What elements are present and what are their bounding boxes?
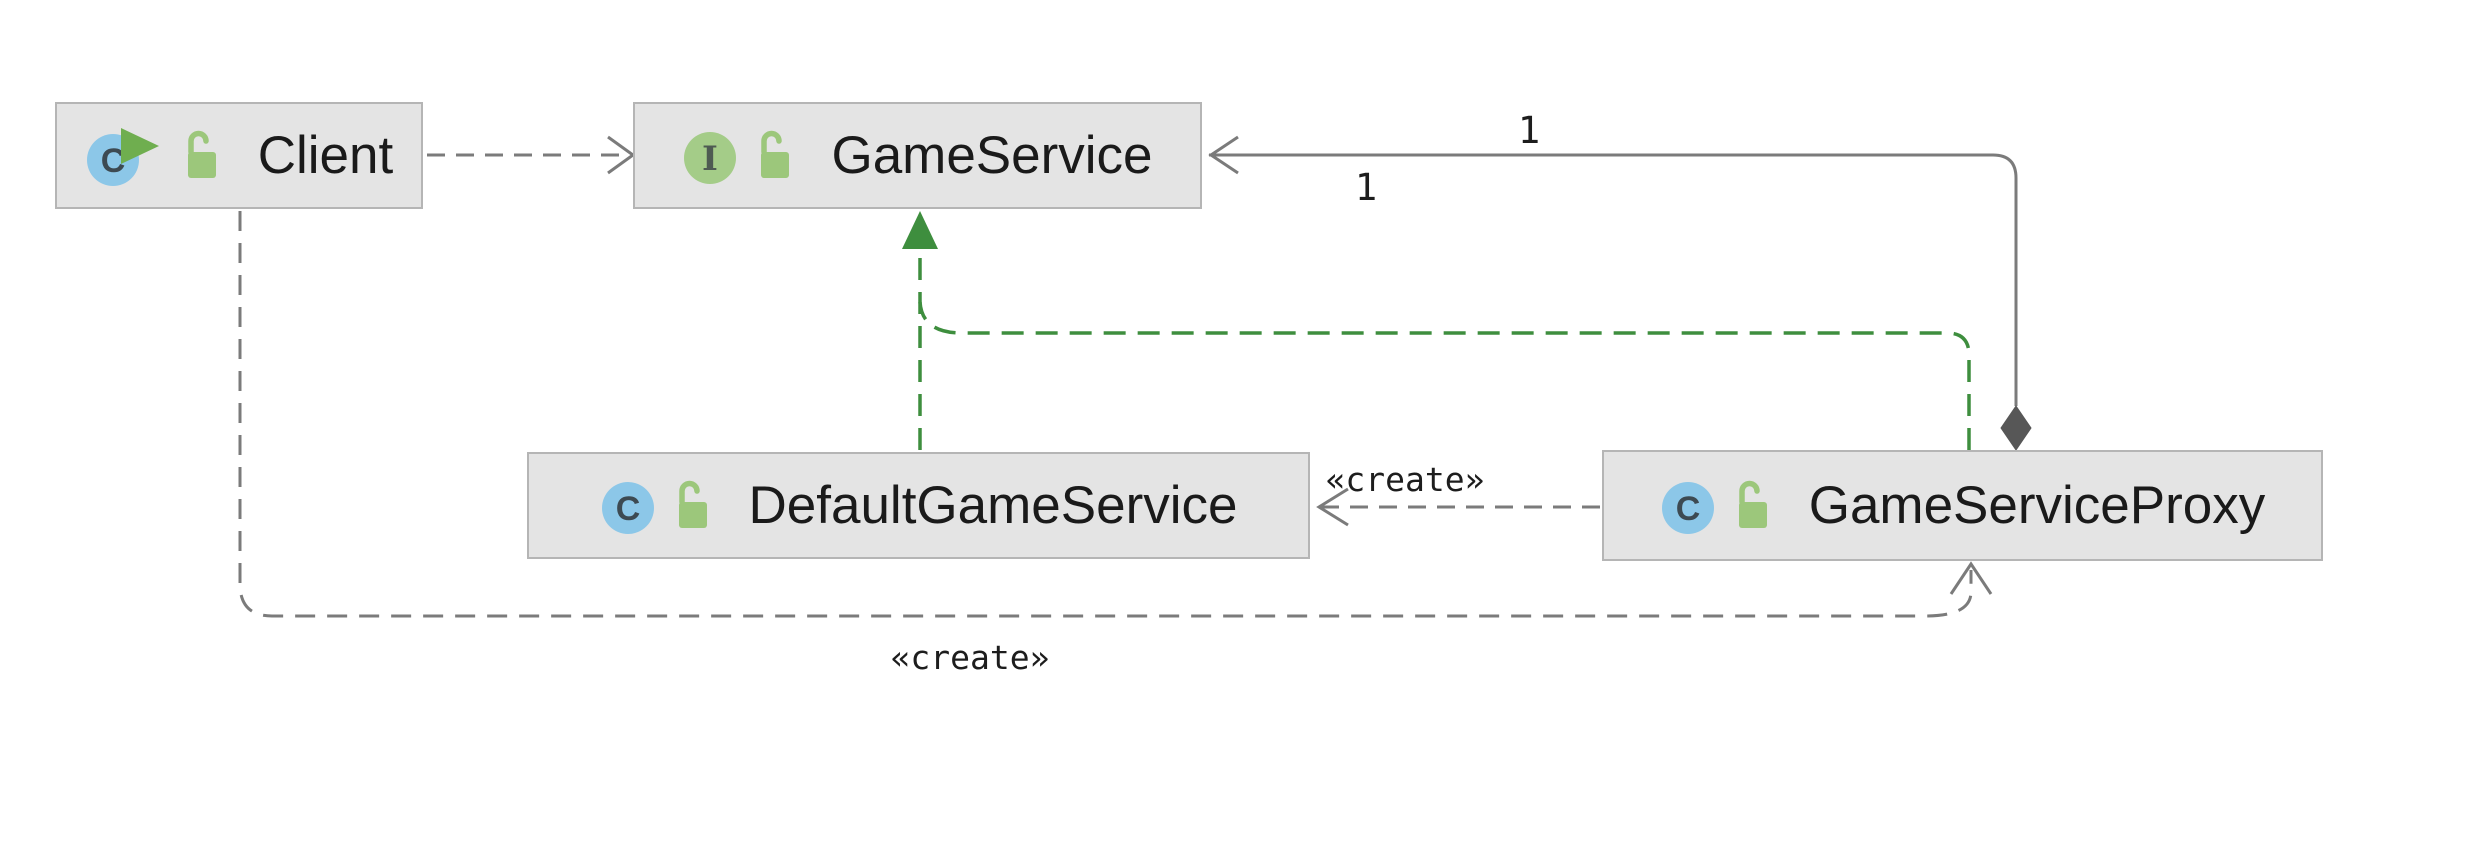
class-icon: C xyxy=(1661,481,1714,534)
edge-proxy-creates-default[interactable]: «create» xyxy=(1316,460,1600,527)
edge-client-to-gameservice-dependency[interactable] xyxy=(427,135,636,175)
create-label-proxy-default: «create» xyxy=(1326,460,1485,499)
node-default-game-service[interactable]: C DefaultGameService xyxy=(527,452,1310,559)
node-client-label: Client xyxy=(257,126,394,185)
runnable-class-icon: C xyxy=(86,127,159,186)
multiplicity-label-top: 1 xyxy=(1518,109,1540,152)
class-icon: C xyxy=(601,481,654,534)
node-game-service-proxy-label: GameServiceProxy xyxy=(1808,476,2266,535)
node-client[interactable]: C Client xyxy=(55,102,423,209)
svg-text:I: I xyxy=(703,139,719,179)
public-open-lock-icon xyxy=(678,480,707,528)
svg-text:C: C xyxy=(615,490,640,528)
node-game-service-icons: I xyxy=(682,126,791,186)
svg-text:C: C xyxy=(1675,490,1700,528)
node-game-service-proxy[interactable]: C GameServiceProxy xyxy=(1602,450,2323,561)
node-game-service-label: GameService xyxy=(831,126,1153,185)
aggregation-diamond xyxy=(2000,405,2032,451)
realization-triangle-arrowhead xyxy=(902,211,938,249)
node-default-game-service-label: DefaultGameService xyxy=(748,476,1238,535)
edge-default-implements-gameservice[interactable] xyxy=(902,211,938,450)
node-game-service[interactable]: I GameService xyxy=(633,102,1202,209)
interface-icon: I xyxy=(684,131,737,184)
create-label-client-proxy: «create» xyxy=(891,638,1050,677)
public-open-lock-icon xyxy=(1738,480,1767,528)
multiplicity-label-bottom: 1 xyxy=(1355,166,1377,209)
node-client-icons: C xyxy=(85,126,218,186)
run-badge-icon xyxy=(120,127,159,164)
node-game-service-proxy-icons: C xyxy=(1660,476,1769,536)
public-open-lock-icon xyxy=(761,130,790,178)
edge-proxy-implements-gameservice[interactable] xyxy=(918,301,1971,450)
edge-proxy-to-gameservice-aggregation[interactable]: 1 1 xyxy=(1208,109,2032,451)
edge-client-creates-proxy[interactable]: «create» xyxy=(238,211,1993,677)
public-open-lock-icon xyxy=(187,130,216,178)
node-default-game-service-icons: C xyxy=(600,476,709,536)
